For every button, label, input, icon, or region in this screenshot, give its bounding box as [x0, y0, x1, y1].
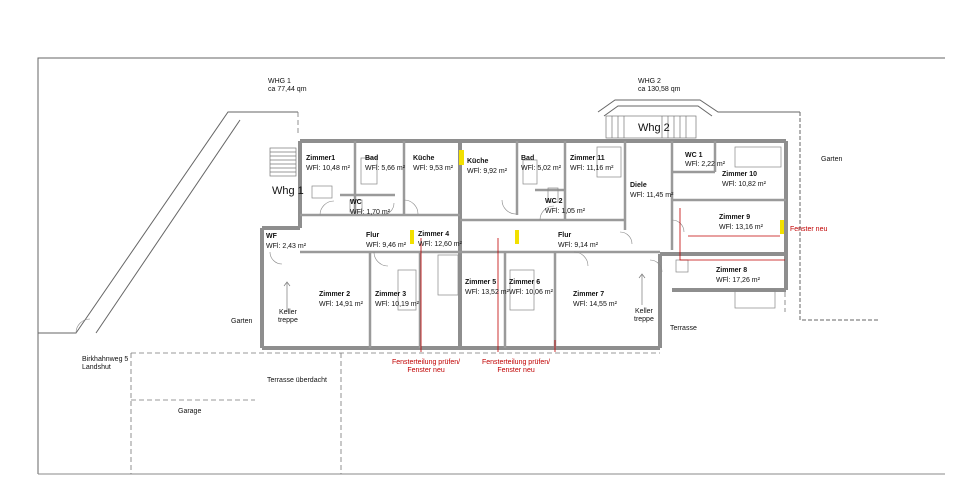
- room-name: Zimmer 2: [319, 291, 351, 298]
- unit-whg1-area: ca 77,44 qm: [268, 86, 307, 93]
- room-name: Zimmer 3: [375, 291, 407, 298]
- room-area: WFl: 10,82 m²: [722, 181, 766, 188]
- stair-whg1: [269, 147, 297, 177]
- room-area: WFl: 13,52 m²: [465, 289, 509, 296]
- unit-whg2-area: ca 130,58 qm: [638, 86, 681, 93]
- room-area: WFl: 17,26 m²: [716, 277, 760, 284]
- room-name: Küche: [413, 155, 435, 162]
- room-name: Küche: [467, 158, 489, 165]
- room-area: WFl: 13,16 m²: [719, 224, 763, 231]
- room-name: Diele: [630, 182, 647, 189]
- door-swings: [75, 199, 685, 334]
- room-name: Zimmer1: [306, 155, 336, 162]
- room-area: WFl: 12,60 m²: [418, 241, 462, 248]
- room-name: WC 2: [545, 198, 563, 205]
- room-name: Zimmer 5: [465, 279, 497, 286]
- room-name: Zimmer 9: [719, 214, 751, 221]
- room-area: WFl: 1,05 m²: [545, 208, 586, 215]
- room-area: WFl: 10,06 m²: [509, 289, 553, 296]
- room-name: Zimmer 8: [716, 267, 748, 274]
- room-area: WFl: 9,14 m²: [558, 242, 599, 249]
- site-outline: [37, 57, 945, 475]
- stair-whg2: [605, 115, 697, 139]
- room-name: WC 1: [685, 152, 703, 159]
- room-area: WFl: 2,43 m²: [266, 243, 307, 250]
- room-area: WFl: 10,19 m²: [375, 301, 419, 308]
- room-area: WFl: 11,16 m²: [570, 165, 614, 172]
- room-name: Flur: [558, 232, 572, 239]
- note-fensterteilung-2: Fensterteilung prüfen/Fenster neu: [482, 359, 551, 374]
- unit-whg2-name: WHG 2: [638, 78, 661, 85]
- room-area: WFl: 14,55 m²: [573, 301, 617, 308]
- room-name: Zimmer 10: [722, 171, 758, 178]
- room-area: WFl: 1,70 m²: [350, 209, 391, 216]
- room-name: Zimmer 7: [573, 291, 605, 298]
- stair-label-whg1: Whg 1: [272, 185, 304, 197]
- keller-stairs: [283, 273, 646, 312]
- room-area: WFl: 14,91 m²: [319, 301, 363, 308]
- window-markers: [410, 150, 784, 244]
- interior-walls: [300, 141, 786, 348]
- room-area: WFl: 11,45 m²: [630, 192, 674, 199]
- garage-label: Garage: [178, 408, 202, 415]
- room-area: WFl: 9,92 m²: [467, 168, 508, 175]
- room-name: Zimmer 4: [418, 231, 450, 238]
- room-name: Bad: [365, 155, 379, 162]
- room-area: WFl: 5,02 m²: [521, 165, 562, 172]
- room-name: Bad: [521, 155, 535, 162]
- note-fensterteilung-1: Fensterteilung prüfen/Fenster neu: [392, 359, 461, 374]
- room-name: Flur: [366, 232, 380, 239]
- building-walls: [260, 139, 788, 350]
- room-area: WFl: 9,46 m²: [366, 242, 407, 249]
- note-fenster-neu: Fenster neu: [790, 226, 828, 233]
- room-area: WFl: 5,66 m²: [365, 165, 406, 172]
- room-name: WC: [350, 199, 362, 206]
- fixtures: [311, 146, 782, 311]
- room-name: WF: [266, 233, 277, 240]
- room-area: WFl: 2,22 m²: [685, 161, 726, 168]
- garden-label-right: Garten: [821, 156, 843, 163]
- unit-whg1-name: WHG 1: [268, 78, 291, 85]
- stair-label-whg2: Whg 2: [638, 122, 670, 134]
- room-area: WFl: 10,48 m²: [306, 165, 350, 172]
- room-area: WFl: 9,53 m²: [413, 165, 454, 172]
- room-name: Zimmer 11: [570, 155, 605, 162]
- covered-terrace-label: Terrasse überdacht: [267, 377, 327, 384]
- red-markup: [420, 208, 785, 352]
- room-name: Zimmer 6: [509, 279, 541, 286]
- terrace-label: Terrasse: [670, 325, 697, 332]
- garden-label-left: Garten: [231, 318, 253, 325]
